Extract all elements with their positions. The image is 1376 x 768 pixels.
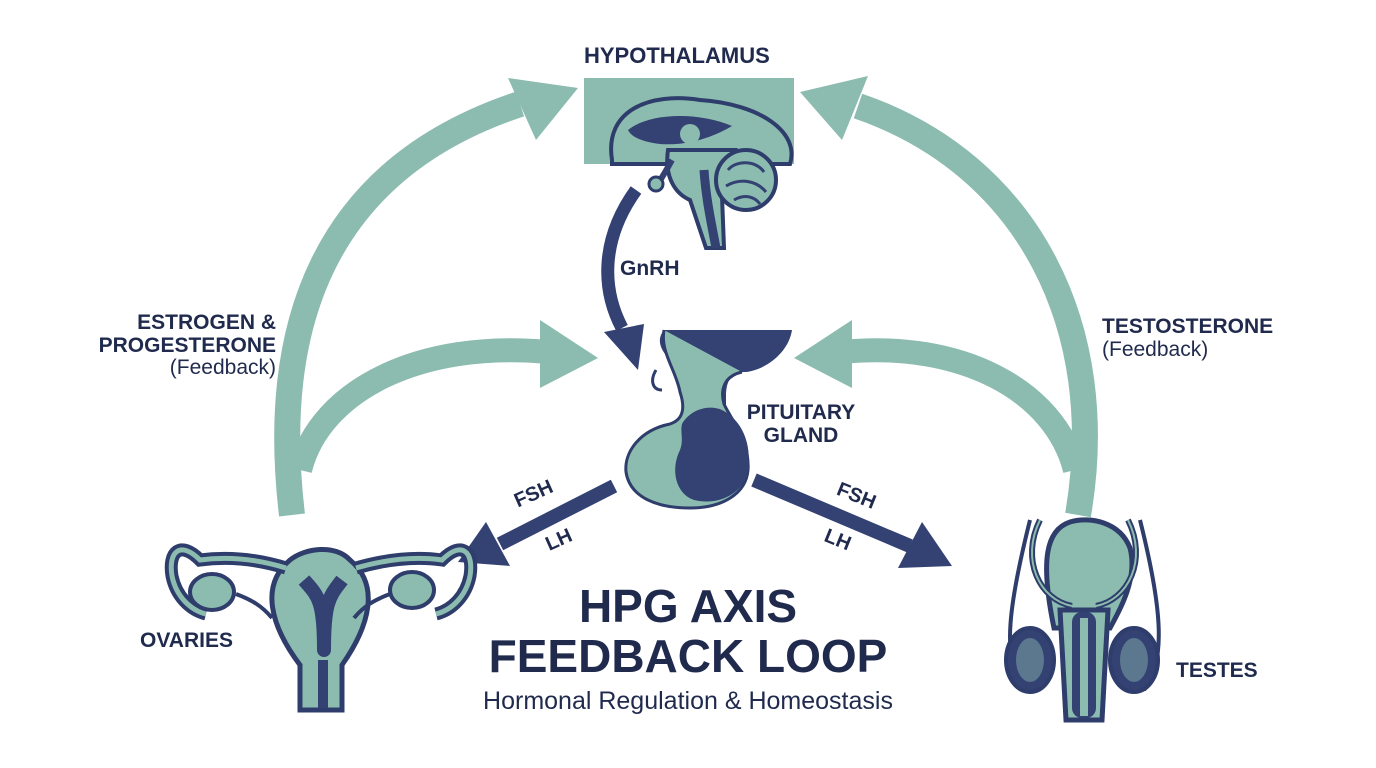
pituitary-label-line2: GLAND xyxy=(763,423,839,447)
female-feedback-line2: PROGESTERONE xyxy=(98,333,276,357)
feedback-arrow-testes-to-pituitary xyxy=(794,320,1087,474)
feedback-arrow-ovaries-to-hypothalamus xyxy=(274,78,578,517)
title-line2: FEEDBACK LOOP xyxy=(488,629,888,682)
title-line1: HPG AXIS xyxy=(578,580,798,632)
female-feedback-label: ESTROGEN & PROGESTERONE (Feedback) xyxy=(76,311,276,380)
male-reproductive-icon xyxy=(1004,517,1161,723)
male-feedback-line1: TESTOSTERONE xyxy=(1102,315,1274,338)
male-feedback-note: (Feedback) xyxy=(1102,337,1209,361)
ovaries-label: OVARIES xyxy=(140,629,233,652)
feedback-arrow-ovaries-to-pituitary xyxy=(288,320,598,474)
fsh-lh-arrow-to-testes xyxy=(751,473,952,568)
testes-label: TESTES xyxy=(1176,659,1258,682)
female-feedback-line1: ESTROGEN & xyxy=(137,311,276,334)
female-feedback-note: (Feedback) xyxy=(169,356,276,380)
pituitary-label: PITUITARY GLAND xyxy=(736,401,866,447)
brain-sagittal-icon xyxy=(584,78,794,250)
pituitary-gland-icon xyxy=(624,329,792,510)
male-feedback-label: TESTOSTERONE (Feedback) xyxy=(1102,315,1274,361)
diagram-subtitle: Hormonal Regulation & Homeostasis xyxy=(483,687,893,715)
gnrh-label: GnRH xyxy=(620,257,680,280)
gnrh-arrow xyxy=(601,186,644,370)
feedback-arrow-testes-to-hypothalamus xyxy=(800,76,1098,518)
hypothalamus-label: HYPOTHALAMUS xyxy=(584,43,770,68)
uterus-ovaries-icon xyxy=(164,543,478,713)
diagram-title: HPG AXIS FEEDBACK LOOP xyxy=(438,580,938,682)
pituitary-label-line1: PITUITARY xyxy=(746,401,856,424)
